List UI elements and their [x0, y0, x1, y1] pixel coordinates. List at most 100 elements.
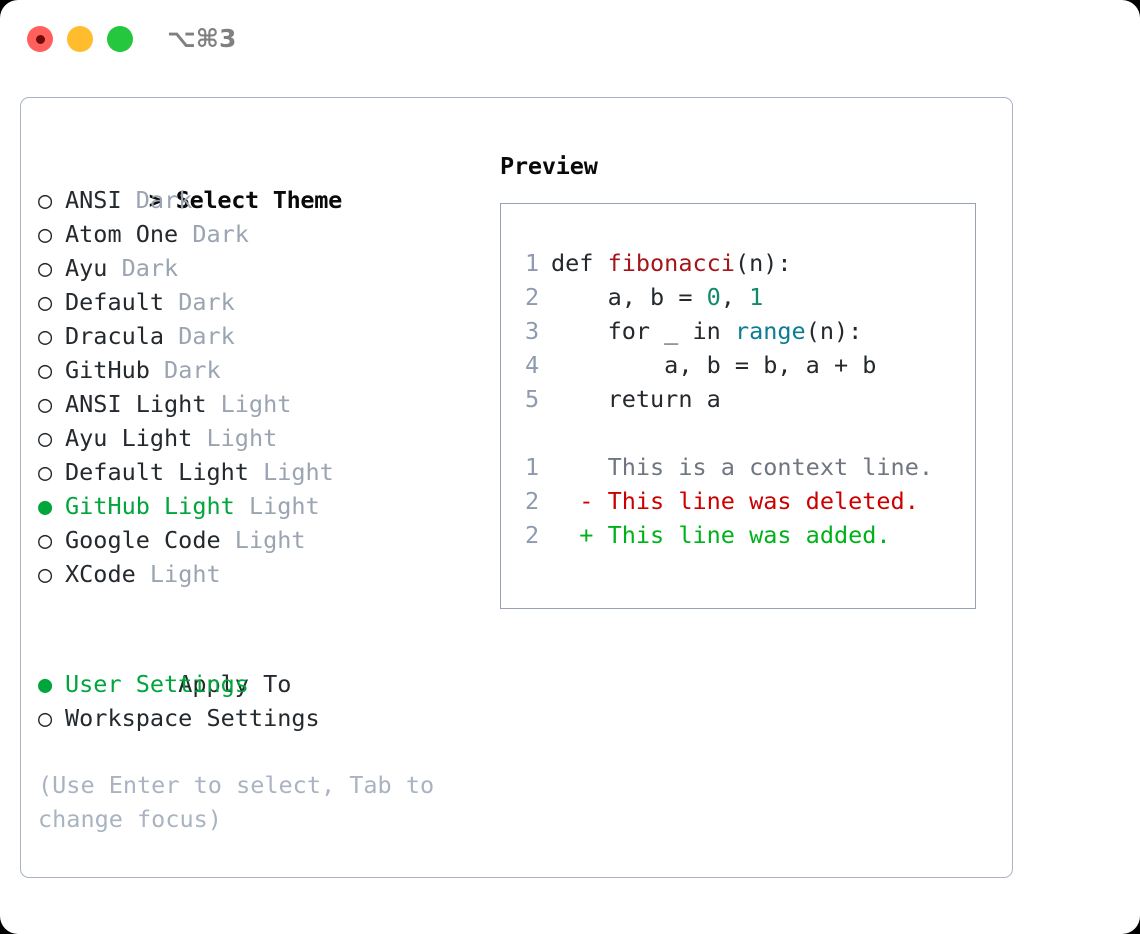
theme-option-github-light[interactable]: ● GitHub Light Light: [38, 489, 498, 523]
diff-text: This line was added.: [607, 521, 891, 549]
theme-variant-badge: Light: [220, 390, 292, 418]
radio-unselected-icon: ○: [38, 704, 53, 732]
code-token-number: 1: [749, 283, 764, 311]
radio-unselected-icon: ○: [38, 186, 53, 214]
theme-option-google-code[interactable]: ○ Google Code Light: [38, 523, 498, 557]
spacer: [38, 591, 498, 633]
preview-title: Preview: [500, 152, 598, 180]
spacer: [501, 416, 975, 450]
radio-selected-icon: ●: [38, 670, 53, 698]
radio-unselected-icon: ○: [38, 390, 53, 418]
apply-to-option-workspace-settings[interactable]: ○ Workspace Settings: [38, 701, 498, 735]
theme-option-label: XCode: [65, 560, 136, 588]
code-token-plain: (n):: [734, 249, 792, 277]
apply-to-header-label: Apply To: [178, 670, 292, 698]
line-number: 4: [525, 351, 540, 379]
theme-option-label: Default Light: [65, 458, 249, 486]
keyboard-shortcut-label: ⌥⌘3: [167, 24, 237, 53]
radio-unselected-icon: ○: [38, 356, 53, 384]
code-line: 5 return a: [501, 382, 975, 416]
theme-variant-badge: Light: [234, 526, 306, 554]
theme-option-ansi[interactable]: ○ ANSI Dark: [38, 183, 498, 217]
line-number: 5: [525, 385, 540, 413]
code-token-plain: def: [551, 249, 608, 277]
keyboard-hint-text: (Use Enter to select, Tab to change focu…: [38, 771, 435, 833]
close-button-icon[interactable]: [27, 26, 53, 52]
theme-option-xcode[interactable]: ○ XCode Light: [38, 557, 498, 591]
theme-option-github[interactable]: ○ GitHub Dark: [38, 353, 498, 387]
theme-option-default-light[interactable]: ○ Default Light Light: [38, 455, 498, 489]
theme-selector-column: >Select Theme ○ANSI Dark○Atom One Dark○A…: [38, 149, 498, 836]
diff-sign: [551, 453, 608, 481]
title-bar: ⌥⌘3: [0, 0, 1140, 78]
code-token-plain: (n):: [805, 317, 863, 345]
theme-option-ayu[interactable]: ○Ayu Dark: [38, 251, 498, 285]
theme-variant-badge: Dark: [178, 322, 235, 350]
traffic-light-group: [27, 26, 133, 52]
diff-sign: +: [551, 521, 608, 549]
code-token-plain: return a: [551, 385, 721, 413]
radio-selected-icon: ●: [38, 492, 53, 520]
radio-unselected-icon: ○: [38, 424, 53, 452]
radio-unselected-icon: ○: [38, 288, 53, 316]
diff-sign: -: [551, 487, 608, 515]
theme-variant-badge: Dark: [135, 186, 193, 214]
theme-option-ayu-light[interactable]: ○ Ayu Light Light: [38, 421, 498, 455]
line-number: 2: [525, 283, 540, 311]
theme-option-label: GitHub: [65, 356, 150, 384]
code-token-function: fibonacci: [607, 249, 735, 277]
code-token-plain: ,: [720, 283, 750, 311]
code-token-plain: for _ in: [551, 317, 735, 345]
theme-variant-badge: Light: [206, 424, 278, 452]
theme-variant-badge: Dark: [178, 288, 235, 316]
diff-sample: 1 This is a context line.2 - This line w…: [501, 450, 975, 552]
diff-line-deleted: 2 - This line was deleted.: [501, 484, 975, 518]
theme-variant-badge: Dark: [164, 356, 221, 384]
theme-list: ○ANSI Dark○Atom One Dark○Ayu Dark○Defaul…: [38, 183, 498, 591]
code-line: 2 a, b = 0, 1: [501, 280, 975, 314]
apply-to-option-label: Workspace Settings: [65, 704, 320, 732]
radio-unselected-icon: ○: [38, 322, 53, 350]
maximize-button-icon[interactable]: [107, 26, 133, 52]
code-token-plain: a, b = b, a + b: [551, 351, 877, 379]
minimize-button-icon[interactable]: [67, 26, 93, 52]
apply-to-option-label: User Settings: [65, 670, 249, 698]
line-number: 2: [525, 487, 540, 515]
line-number: 2: [525, 521, 540, 549]
apply-to-option-user-settings[interactable]: ● User Settings: [38, 667, 498, 701]
theme-option-default[interactable]: ○ Default Dark: [38, 285, 498, 319]
theme-option-label: Google Code: [65, 526, 221, 554]
code-line: 4 a, b = b, a + b: [501, 348, 975, 382]
radio-unselected-icon: ○: [38, 526, 53, 554]
radio-unselected-icon: ○: [38, 458, 53, 486]
theme-option-label: ANSI Light: [65, 390, 207, 418]
theme-option-label: Dracula: [65, 322, 165, 350]
theme-option-label: Ayu Light: [65, 424, 193, 452]
theme-option-ansi-light[interactable]: ○ ANSI Light Light: [38, 387, 498, 421]
main-panel: >Select Theme ○ANSI Dark○Atom One Dark○A…: [20, 97, 1013, 878]
diff-text: This is a context line.: [607, 453, 934, 481]
theme-option-label: ANSI: [65, 186, 122, 214]
diff-text: This line was deleted.: [607, 487, 919, 515]
theme-list-header: >Select Theme: [38, 149, 498, 214]
theme-option-label: Atom One: [65, 220, 179, 248]
theme-option-label: GitHub Light: [65, 492, 235, 520]
theme-option-dracula[interactable]: ○ Dracula Dark: [38, 319, 498, 353]
theme-option-atom-one[interactable]: ○Atom One Dark: [38, 217, 498, 251]
radio-unselected-icon: ○: [38, 254, 53, 282]
theme-variant-badge: Light: [149, 560, 221, 588]
theme-variant-badge: Light: [263, 458, 334, 486]
theme-variant-badge: Light: [248, 492, 320, 520]
page-title: Select Theme: [175, 186, 342, 214]
apply-to-header: ○Apply To: [38, 633, 498, 698]
code-token-plain: a, b =: [551, 283, 707, 311]
radio-unselected-icon: ○: [38, 560, 53, 588]
code-token-call: range: [734, 317, 806, 345]
theme-option-label: Default: [65, 288, 165, 316]
theme-variant-badge: Dark: [121, 254, 179, 282]
